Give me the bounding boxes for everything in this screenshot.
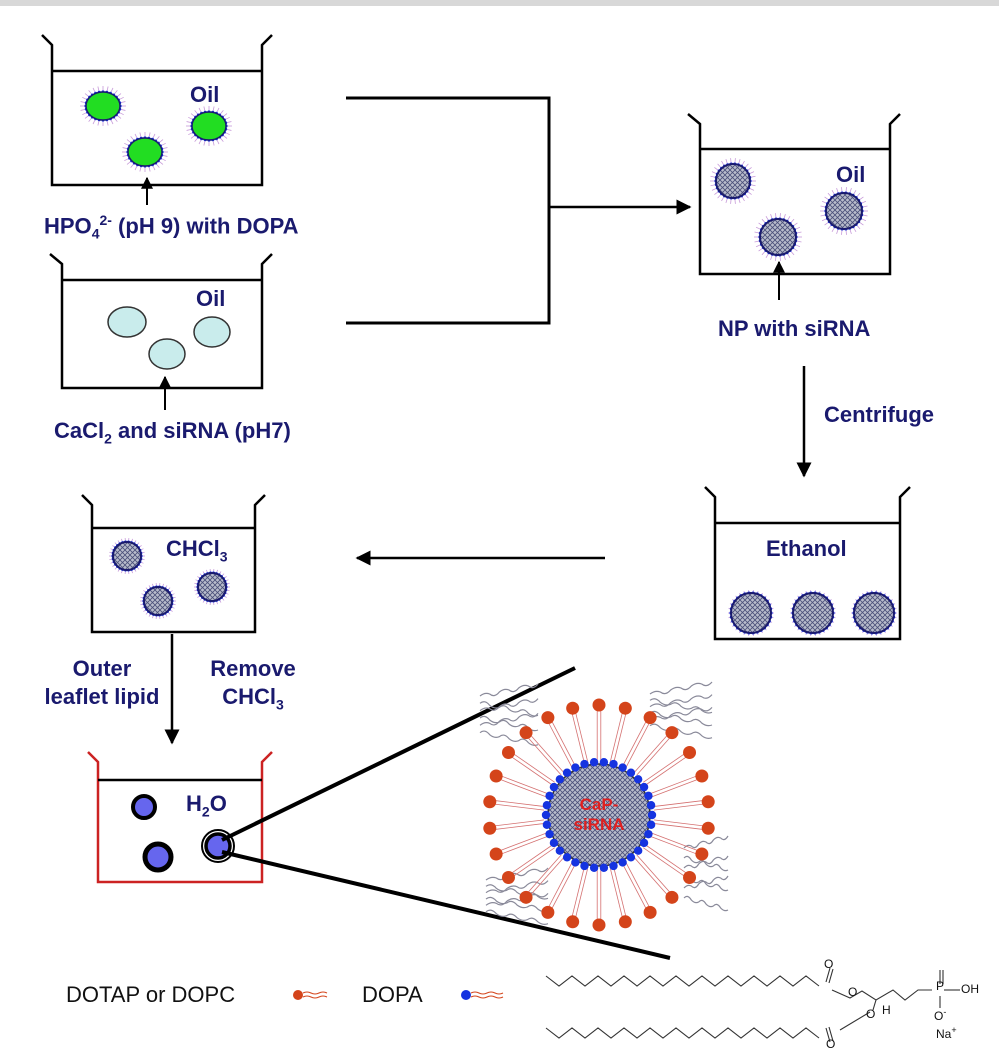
beaker3-caption: NP with siRNA [718, 318, 870, 340]
merge-bracket [346, 98, 549, 323]
beaker2-label: Oil [196, 288, 225, 310]
chem-o-carbonyl-2: O [826, 1038, 835, 1050]
beaker1-caption: HPO42- (pH 9) with DOPA [44, 213, 299, 241]
beaker1-label: Oil [190, 84, 219, 106]
chem-o-minus: O- [934, 1008, 946, 1022]
beaker-5 [82, 495, 265, 632]
chem-h: H [882, 1004, 891, 1016]
beaker-6 [88, 752, 272, 882]
legend-item-dotap: DOTAP or DOPC [66, 984, 235, 1006]
chem-oh: OH [961, 983, 979, 995]
chem-o-ester-2: O [866, 1008, 875, 1020]
beaker4-label: Ethanol [766, 538, 847, 560]
nanoparticle [820, 187, 868, 235]
legend-dopa-glyph [461, 990, 503, 1000]
beaker2-caption: CaCl2 and siRNA (pH7) [54, 420, 291, 445]
beaker3-label: Oil [836, 164, 865, 186]
green-micelle [80, 86, 126, 126]
pale-micelle [108, 307, 146, 337]
chem-p: P [936, 980, 944, 992]
nanoparticle [109, 538, 145, 574]
chem-o-ester-1: O [848, 986, 857, 998]
nanoparticle [710, 158, 756, 204]
beaker6-label: H2O [186, 793, 227, 818]
beaker5-label: CHCl3 [166, 538, 228, 563]
nanoparticle [728, 590, 774, 636]
nanoparticle [790, 590, 836, 636]
nanoparticle [194, 569, 230, 605]
nanoparticle [851, 590, 897, 636]
green-micelle [122, 132, 168, 172]
pale-micelle [149, 339, 185, 369]
legend-dotap-glyph [293, 990, 327, 1000]
chem-na: Na+ [936, 1026, 957, 1040]
np-pellet [728, 590, 897, 636]
nanoparticle [140, 583, 176, 619]
legend-item-dopa: DOPA [362, 984, 423, 1006]
beaker-3 [688, 114, 900, 274]
centrifuge-label: Centrifuge [824, 404, 934, 426]
chem-o-carbonyl-1: O [824, 958, 833, 970]
green-micelle [186, 106, 232, 146]
core-label: CaP- siRNA [559, 796, 639, 833]
step-remove-chcl3: Remove CHCl3 [198, 658, 308, 711]
nanoparticle [754, 213, 802, 261]
pale-micelle [194, 317, 230, 347]
dopa-structure [546, 968, 960, 1042]
step-outer-leaflet: Outer leaflet lipid [42, 658, 162, 708]
